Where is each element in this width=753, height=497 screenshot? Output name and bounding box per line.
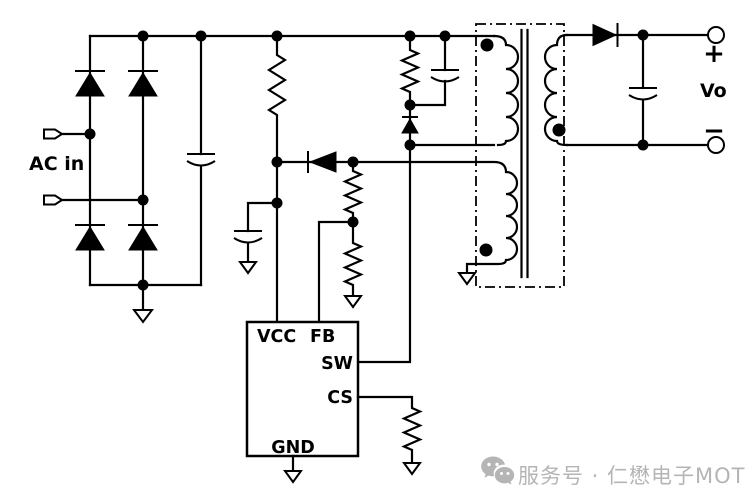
wechat-eye — [487, 462, 491, 467]
vcc-bypass-capacitor — [233, 201, 279, 275]
wechat-eye — [506, 472, 510, 475]
resistor-icon — [356, 395, 423, 465]
auxiliary-winding-icon — [351, 160, 519, 275]
clamp-capacitor — [408, 34, 460, 107]
junction-dots — [84, 29, 649, 291]
bridge-diode-top-left-icon — [75, 70, 105, 97]
bridge-diode-bottom-left-icon — [75, 224, 105, 251]
feedback-divider-lower-resistor — [342, 220, 364, 309]
diode-icon — [592, 23, 618, 47]
transformer — [351, 23, 569, 288]
clamp-resistor — [399, 34, 421, 107]
ic-ground-symbol — [283, 454, 303, 484]
ac-terminal-pin-icon — [43, 128, 64, 140]
output-terminal-positive: + — [703, 26, 725, 69]
sw-pin-wire — [356, 143, 412, 364]
controller-ic: VCC FB SW CS GND — [245, 320, 360, 458]
capacitor-curved-plate — [186, 160, 216, 167]
resistor-icon — [342, 160, 364, 224]
primary-phase-dot — [480, 38, 494, 52]
output-capacitor — [628, 33, 658, 147]
ground-icon — [132, 309, 154, 324]
ic-body — [245, 320, 360, 458]
resistor-icon — [266, 34, 288, 164]
primary-winding-icon — [492, 34, 520, 147]
ground-icon — [343, 295, 363, 309]
watermark-text: 服务号 · 仁懋电子MOT — [518, 464, 746, 488]
auxiliary-phase-dot — [479, 243, 493, 257]
ac-in-label: AC in — [29, 153, 84, 175]
capacitor-curved-plate — [233, 237, 263, 244]
capacitor-curved-plate — [628, 94, 658, 101]
output-terminal-negative: − — [703, 116, 725, 154]
ac-input-terminal-bottom — [43, 194, 145, 206]
ic-pin-vcc-label: VCC — [257, 327, 296, 347]
secondary-winding-icon — [543, 33, 569, 147]
terminal-circle-icon — [707, 136, 725, 154]
resistor-icon — [399, 34, 421, 107]
ground-icon — [402, 462, 422, 476]
wechat-icon — [481, 456, 515, 485]
clamp-diode — [401, 103, 419, 147]
ic-pin-sw-label: SW — [321, 354, 353, 374]
ic-pin-gnd-label: GND — [271, 438, 315, 458]
ground-icon — [238, 261, 258, 275]
ic-pin-fb-label: FB — [310, 327, 335, 347]
vo-label: Vo — [700, 80, 727, 102]
wechat-eye — [500, 472, 503, 475]
wechat-eye — [495, 462, 499, 467]
ic-pin-cs-label: CS — [327, 388, 353, 408]
feedback-divider-upper-resistor — [342, 160, 364, 224]
ac-input-terminal-top — [43, 128, 92, 140]
diode-icon — [308, 151, 337, 173]
minus-symbol: − — [703, 116, 725, 146]
ground-icon — [457, 272, 477, 286]
current-sense-resistor — [356, 395, 423, 476]
ground-icon — [283, 470, 303, 484]
diode-icon — [401, 117, 419, 134]
ac-terminal-pin-icon — [43, 194, 64, 206]
transformer-boundary-box — [475, 23, 565, 288]
watermark: 服务号 · 仁懋电子MOT — [481, 456, 746, 488]
bridge-rectifier — [75, 70, 158, 251]
vcc-rectifier-diode — [275, 151, 355, 173]
plus-symbol: + — [703, 39, 725, 69]
fb-pin-wire — [317, 220, 355, 324]
resistor-icon — [342, 220, 364, 298]
bridge-ground-symbol — [132, 283, 154, 324]
bulk-input-capacitor — [186, 34, 216, 287]
startup-resistor — [266, 34, 288, 164]
terminal-circle-icon — [707, 26, 725, 44]
bridge-diode-top-right-icon — [128, 70, 158, 97]
secondary-phase-dot — [552, 123, 566, 137]
bridge-diode-bottom-right-icon — [128, 224, 158, 251]
